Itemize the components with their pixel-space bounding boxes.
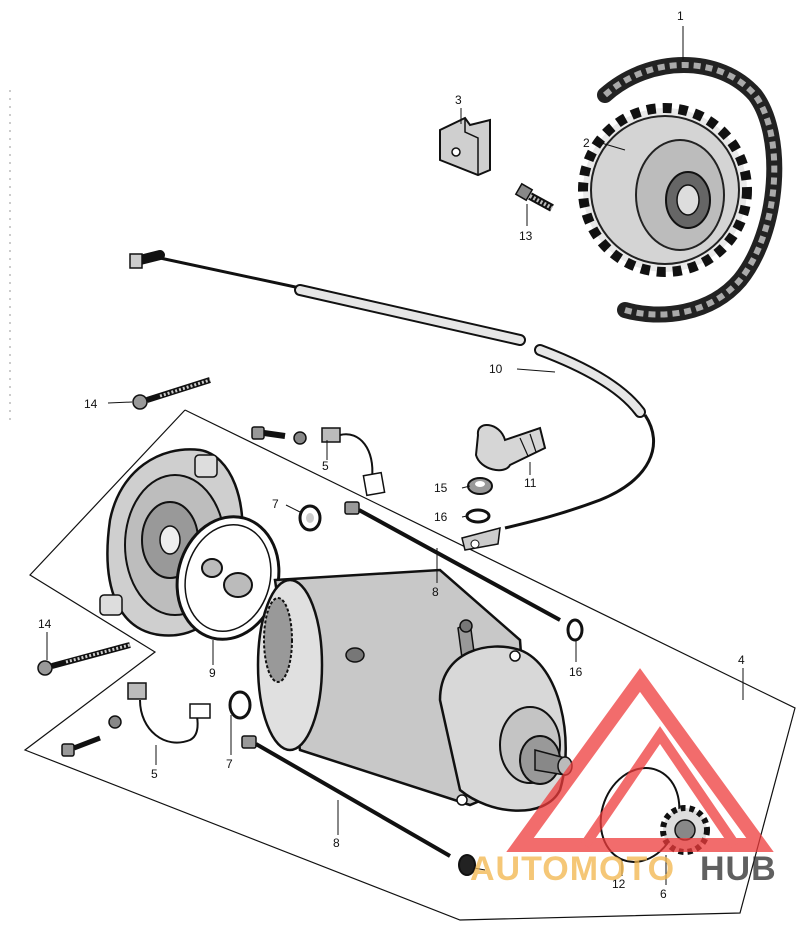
brush-lead-lower bbox=[127, 682, 211, 744]
callout-5-lower: 5 bbox=[151, 767, 158, 781]
starter-motor bbox=[256, 568, 573, 812]
callout-9: 9 bbox=[209, 666, 216, 680]
callout-16-middle: 16 bbox=[569, 665, 583, 679]
callout-15: 15 bbox=[434, 481, 448, 495]
long-bolt-14-lower bbox=[37, 642, 131, 676]
bolt-and-nut-lower bbox=[61, 715, 122, 757]
callout-12: 12 bbox=[612, 877, 626, 891]
watermark-text-hub: HUB bbox=[700, 850, 777, 888]
callout-2: 2 bbox=[583, 136, 590, 150]
terminal-cap bbox=[474, 424, 547, 472]
gasket-9 bbox=[175, 515, 281, 641]
callout-6: 6 bbox=[660, 887, 667, 901]
washer-16-lower bbox=[458, 854, 476, 876]
washer-16-middle bbox=[566, 618, 584, 642]
callout-7-upper: 7 bbox=[272, 497, 279, 511]
starter-cable bbox=[129, 250, 655, 551]
bolt-and-nut-upper bbox=[251, 426, 307, 445]
bolt-13 bbox=[514, 182, 554, 212]
through-bolt-8-upper bbox=[344, 501, 561, 622]
nut-15 bbox=[467, 477, 493, 495]
long-bolt-14-upper bbox=[132, 377, 211, 410]
callout-4: 4 bbox=[738, 653, 745, 667]
logo-triangle-inner bbox=[580, 726, 740, 848]
callout-8-upper: 8 bbox=[432, 585, 439, 599]
callout-16-upper: 16 bbox=[434, 510, 448, 524]
watermark-text-automoto: AUTOMOTO bbox=[470, 850, 675, 888]
watermark-logo: AUTOMOTO HUB bbox=[470, 668, 777, 888]
washer-16-upper bbox=[465, 508, 491, 524]
drive-sprocket bbox=[578, 103, 752, 277]
callout-11: 11 bbox=[524, 476, 537, 490]
callout-14-upper: 14 bbox=[84, 397, 98, 411]
mounting-bracket bbox=[439, 116, 491, 177]
leader-lines bbox=[46, 26, 744, 885]
callout-10: 10 bbox=[489, 362, 503, 376]
callout-14-lower: 14 bbox=[38, 617, 52, 631]
logo-triangle-outer bbox=[506, 668, 774, 852]
assembly-outline bbox=[23, 409, 796, 921]
callout-1: 1 bbox=[677, 9, 684, 23]
brush-lead-upper bbox=[321, 427, 386, 497]
callout-5-upper: 5 bbox=[322, 459, 329, 473]
callout-7-lower: 7 bbox=[226, 757, 233, 771]
o-ring-7-upper bbox=[298, 504, 322, 532]
callout-8-lower: 8 bbox=[333, 836, 340, 850]
callout-3: 3 bbox=[455, 93, 462, 107]
through-bolt-8-lower bbox=[241, 735, 451, 858]
callout-13: 13 bbox=[519, 229, 533, 243]
o-ring-7-lower bbox=[228, 690, 252, 720]
drive-chain bbox=[597, 57, 783, 323]
